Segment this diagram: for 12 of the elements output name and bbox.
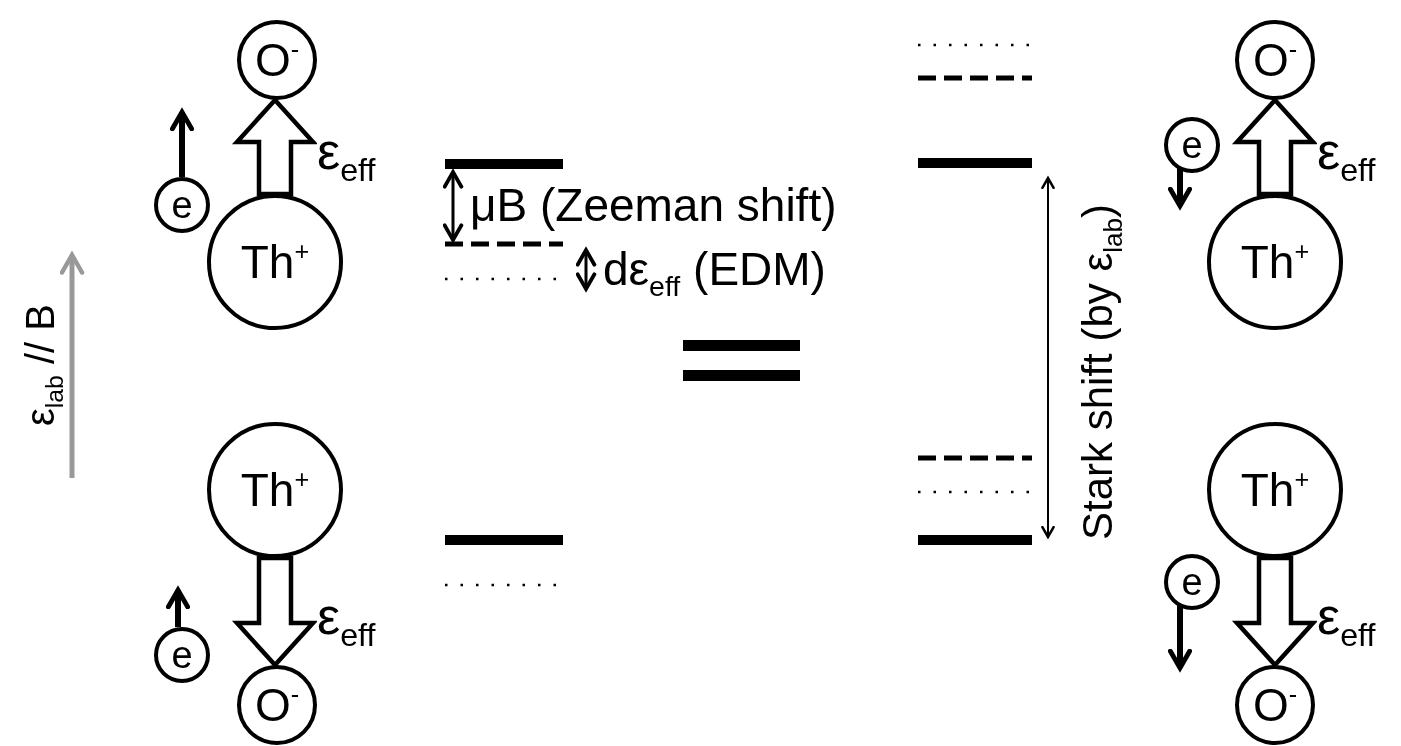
ion-circle: O$^{-}$ <box>1235 20 1315 100</box>
ion-circle: Th$^{+}$ <box>207 422 343 558</box>
ion-circle: Th$^{+}$ <box>1207 194 1343 330</box>
electron-circle: e <box>154 177 210 233</box>
electron-circle: e <box>1164 117 1220 173</box>
ion-circle: O$^{-}$ <box>237 20 317 100</box>
electron-circle: e <box>1164 554 1220 610</box>
ion-circle: O$^{-}$ <box>237 665 317 745</box>
ion-circle: Th$^{+}$ <box>207 194 343 330</box>
ion-circle: O$^{-}$ <box>1235 665 1315 745</box>
ion-circle: Th$^{+}$ <box>1207 422 1343 558</box>
electron-circle: e <box>154 627 210 683</box>
